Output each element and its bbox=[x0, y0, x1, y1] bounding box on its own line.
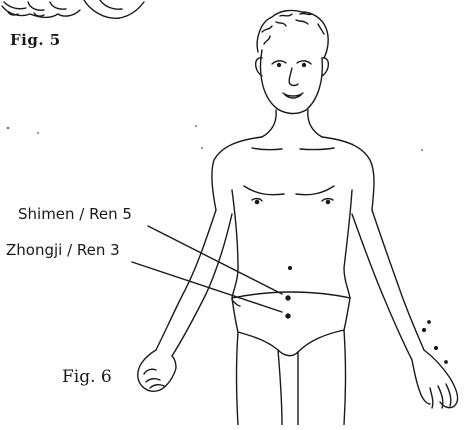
fig5-hand-sketch bbox=[2, 0, 144, 18]
chest-line bbox=[244, 186, 334, 195]
fig6-caption: Fig. 6 bbox=[62, 367, 112, 387]
leader-line-ren3 bbox=[132, 262, 282, 312]
navel bbox=[289, 267, 292, 270]
leader-line-ren5 bbox=[148, 226, 282, 294]
acupoint-label-ren3: Zhongji / Ren 3 bbox=[6, 241, 120, 259]
fig5-caption: Fig. 5 bbox=[10, 31, 61, 49]
face-outline bbox=[261, 50, 323, 113]
mouth bbox=[283, 93, 303, 98]
right-arm bbox=[352, 210, 458, 408]
head bbox=[256, 10, 329, 113]
right-torso-side bbox=[344, 190, 352, 298]
torso bbox=[212, 137, 374, 298]
left-arm bbox=[138, 210, 232, 391]
acupoint-ren3 bbox=[286, 314, 290, 318]
left-clavicle bbox=[252, 148, 282, 150]
acupoint-ren5 bbox=[286, 296, 290, 300]
hair bbox=[257, 10, 328, 58]
right-clavicle bbox=[300, 148, 334, 150]
acupoint-label-ren5: Shimen / Ren 5 bbox=[18, 205, 132, 223]
scan-specks bbox=[7, 125, 423, 151]
legs bbox=[237, 330, 346, 425]
nose bbox=[289, 68, 298, 86]
left-torso-side bbox=[232, 190, 238, 298]
acupoint-markers bbox=[132, 226, 290, 318]
